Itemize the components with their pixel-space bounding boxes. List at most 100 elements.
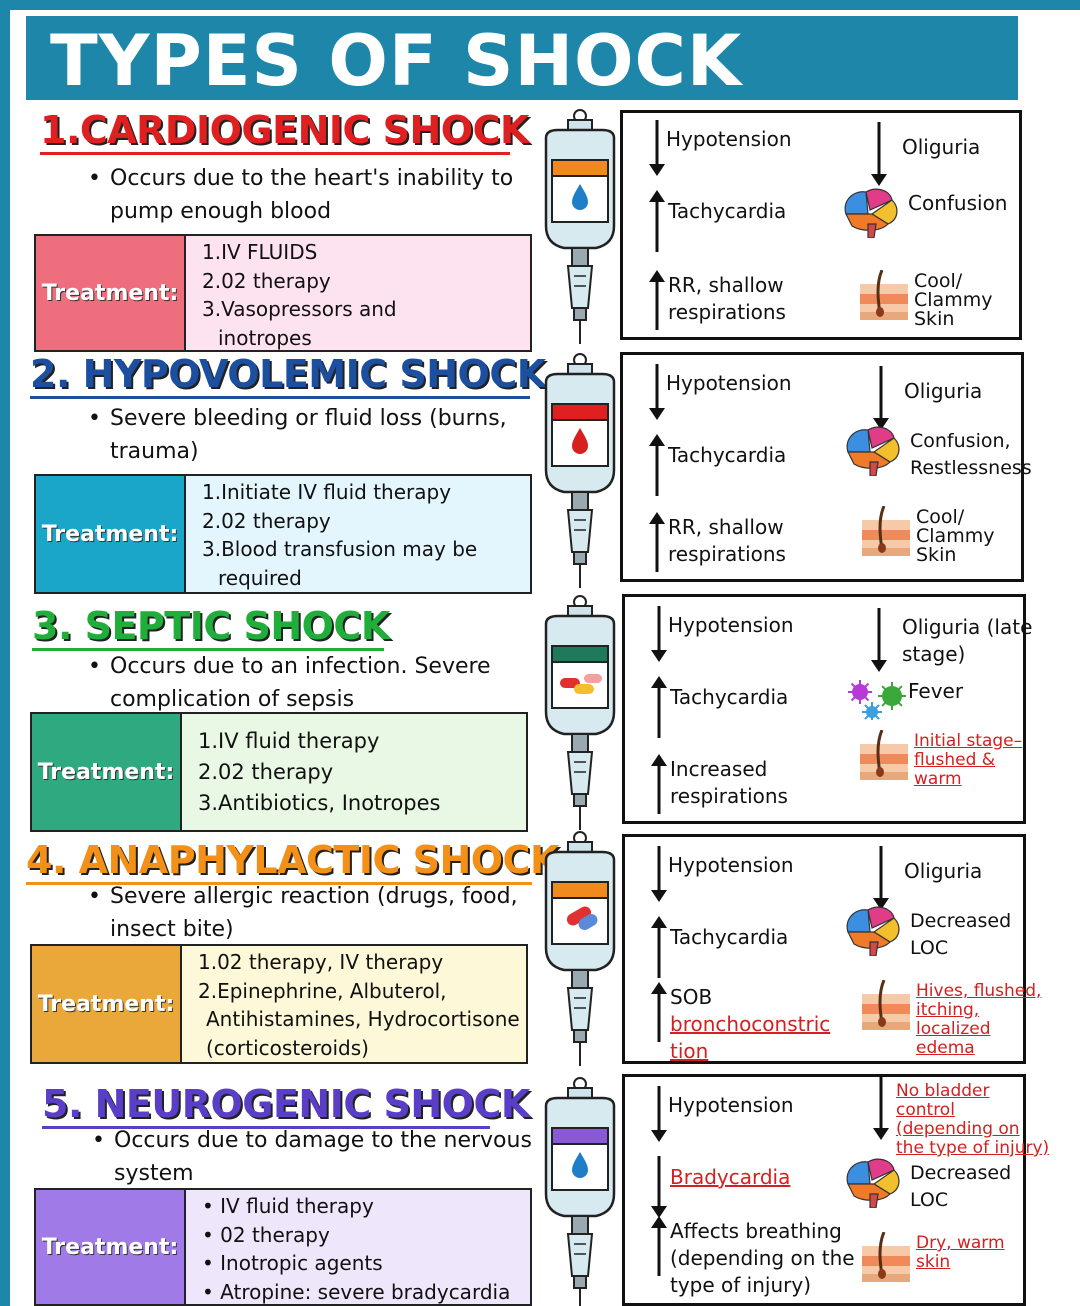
- brain-icon: [846, 426, 900, 476]
- brain-icon: [844, 188, 898, 238]
- up-arrow-icon: [649, 434, 665, 496]
- mental-line: Confusion: [908, 191, 1008, 215]
- down-arrow-icon: [651, 1086, 667, 1142]
- treatment-item: • Atropine: severe bradycardia: [202, 1279, 511, 1304]
- description-line: Occurs due to damage to the nervous: [114, 1128, 532, 1153]
- up-arrow-icon: [649, 190, 665, 252]
- section-description: •Severe allergic reaction (drugs, food,i…: [88, 880, 530, 946]
- treatment-item: • IV fluid therapy: [202, 1194, 374, 1218]
- brain-icon: [846, 906, 900, 956]
- symptom-hypotension: Hypotension: [668, 853, 794, 877]
- symptoms-box: [622, 1074, 1026, 1306]
- mental-line: Decreased: [910, 910, 1012, 932]
- urine-line: the type of injury): [896, 1138, 1050, 1158]
- treatment-list: • IV fluid therapy• 02 therapy• Inotropi…: [202, 1190, 524, 1304]
- down-arrow-icon: [871, 122, 887, 186]
- symptom-hypotension: Hypotension: [668, 1093, 794, 1117]
- skin-line: Skin: [916, 544, 957, 566]
- treatment-item: • 02 therapy: [202, 1222, 330, 1247]
- mental-line: Confusion,: [910, 430, 1011, 452]
- bullet-icon: •: [88, 406, 101, 431]
- skin-icon: [862, 980, 910, 1030]
- section-heading: 1.CARDIOGENIC SHOCK: [40, 108, 529, 152]
- symptom-heart-rate: Tachycardia: [670, 925, 789, 949]
- treatment-item: Antihistamines, Hydrocortisone: [206, 1007, 520, 1031]
- up-arrow-icon: [649, 270, 665, 330]
- heading-underline: [32, 648, 384, 651]
- skin-line: localized: [916, 1019, 991, 1039]
- description-line: pump enough blood: [110, 199, 332, 224]
- symptom-mental: Fever: [908, 678, 963, 705]
- description-line: trauma): [110, 439, 199, 464]
- respiration-line: Increased: [670, 757, 768, 781]
- skin-line: Cool/: [916, 506, 965, 528]
- skin-line: Cool/: [914, 270, 963, 292]
- symptom-mental: Confusion,Restlessness: [910, 428, 1032, 482]
- down-arrow-icon: [649, 120, 665, 176]
- urine-line: control: [896, 1100, 955, 1120]
- symptom-hypotension: Hypotension: [666, 371, 792, 395]
- treatment-item: 2.Epinephrine, Albuterol,: [198, 978, 447, 1003]
- up-arrow-icon: [651, 676, 667, 738]
- heading-underline: [42, 1126, 490, 1129]
- description-line: Occurs due to the heart's inability to: [110, 166, 514, 191]
- description-line: system: [114, 1161, 194, 1186]
- brain-icon: [846, 1158, 900, 1208]
- treatment-label: Treatment:: [36, 236, 186, 350]
- virus-icon: [848, 680, 906, 720]
- skin-icon: [862, 506, 910, 556]
- skin-line: itching,: [916, 1000, 980, 1020]
- description-line: Severe bleeding or fluid loss (burns,: [110, 406, 507, 431]
- symptoms-box: [620, 110, 1022, 340]
- skin-line: warm: [914, 769, 962, 789]
- urine-line: stage): [902, 642, 966, 666]
- bullet-icon: •: [88, 884, 101, 909]
- respiration-line: respirations: [668, 300, 786, 324]
- respiration-line: SOB: [670, 985, 713, 1009]
- skin-line: edema: [916, 1038, 975, 1058]
- down-arrow-icon: [873, 1076, 889, 1140]
- treatment-item: 1.02 therapy, IV therapy: [198, 950, 444, 974]
- skin-line: Clammy: [914, 289, 993, 311]
- iv-bag-icon: [544, 353, 616, 588]
- respiration-line: bronchoconstric: [670, 1012, 831, 1036]
- symptom-hypotension: Hypotension: [668, 613, 794, 637]
- section-heading: 4. ANAPHYLACTIC SHOCK: [26, 838, 559, 882]
- up-arrow-icon: [649, 512, 665, 572]
- respiration-line: Affects breathing: [670, 1219, 842, 1243]
- symptom-respiration: Increased respirations: [670, 756, 788, 810]
- respiration-line: respirations: [670, 784, 788, 808]
- title-banner: TYPES OF SHOCK: [26, 16, 1018, 102]
- section-heading: 5. NEUROGENIC SHOCK: [42, 1082, 530, 1126]
- respiration-line: type of injury): [670, 1273, 811, 1297]
- description-line: insect bite): [110, 917, 234, 942]
- skin-icon: [862, 1232, 910, 1282]
- bullet-icon: •: [88, 654, 101, 679]
- urine-line: Oliguria: [904, 859, 983, 883]
- down-arrow-icon: [873, 366, 889, 430]
- skin-line: Clammy: [916, 525, 995, 547]
- treatment-item: 3.Vasopressors and: [202, 297, 397, 321]
- symptom-urine: Oliguria: [902, 134, 980, 161]
- mental-line: LOC: [910, 937, 949, 959]
- symptom-heart-rate: Tachycardia: [668, 443, 787, 467]
- up-arrow-icon: [651, 754, 667, 814]
- down-arrow-icon: [871, 608, 887, 672]
- description-line: Occurs due to an infection. Severe: [110, 654, 491, 679]
- symptom-hypotension: Hypotension: [666, 127, 792, 151]
- treatment-item: 3.Blood transfusion may be: [202, 537, 478, 561]
